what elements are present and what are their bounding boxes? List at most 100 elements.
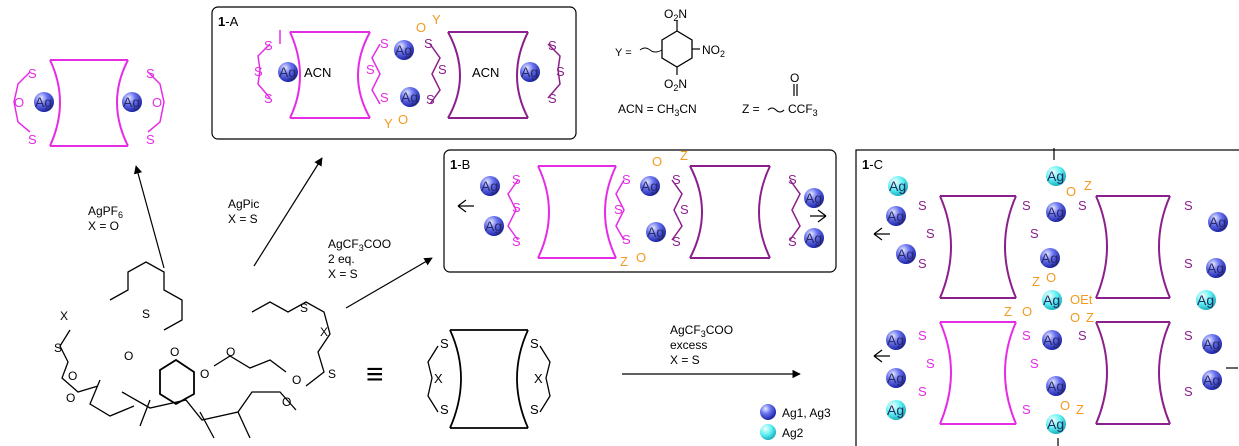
- svg-text:O2N: O2N: [664, 77, 687, 93]
- box-1c-caps: [939, 195, 1171, 425]
- arrow-open-right: [810, 209, 827, 223]
- svg-text:NO2: NO2: [702, 43, 725, 59]
- reagent-agtfa-excess: AgCF3COO: [670, 323, 733, 339]
- ag-label: Ag: [887, 332, 904, 348]
- s-atom: S: [142, 307, 150, 321]
- oet-label: OEt: [1070, 292, 1093, 307]
- ag-label: Ag: [123, 94, 140, 110]
- box-1a-crown-chains: [371, 43, 441, 105]
- s-atom: S: [788, 234, 797, 249]
- o-atom: O: [1066, 184, 1076, 199]
- s-atom: S: [440, 336, 449, 351]
- key-ag13-label: Ag1, Ag3: [782, 406, 831, 420]
- s-atom: S: [548, 38, 557, 53]
- svg-text:O2N: O2N: [664, 7, 687, 23]
- ag-label: Ag: [1041, 250, 1058, 266]
- cond-agpic: X = S: [228, 212, 258, 226]
- o-atom: O: [1022, 304, 1032, 319]
- s-atom: S: [918, 384, 927, 399]
- s-atom: S: [1022, 198, 1031, 213]
- s-atom: S: [1184, 384, 1193, 399]
- ag-label: Ag: [887, 370, 904, 386]
- s-atom: S: [264, 38, 273, 53]
- ag-label: Ag: [401, 89, 418, 105]
- x-atom: X: [534, 371, 543, 386]
- s-atom: S: [426, 92, 435, 107]
- s-atom: S: [1078, 198, 1087, 213]
- key-ag2-label: Ag2: [782, 426, 804, 440]
- simplified-ligand: [427, 329, 551, 429]
- s-atom: S: [530, 402, 539, 417]
- s-atom: S: [672, 234, 681, 249]
- s-atom: S: [54, 341, 62, 355]
- z-label: Z: [1084, 178, 1092, 193]
- s-atom: S: [788, 172, 797, 187]
- ag-label: Ag: [805, 230, 822, 246]
- s-atom: S: [622, 232, 631, 247]
- y-label: Y: [384, 116, 393, 131]
- z-label: Z: [620, 254, 628, 269]
- box-1a-label: 1-A: [218, 14, 239, 29]
- box-1b-label: 1-B: [450, 157, 470, 172]
- ag-label: Ag: [1207, 260, 1224, 276]
- legend-y-structure: Y = O2N NO2 O2N: [615, 7, 725, 93]
- s-atom: S: [1022, 328, 1031, 343]
- o-atom: O: [398, 112, 408, 127]
- equivalent-sign: ≡: [366, 358, 384, 391]
- reagent-agtfa: AgCF3COO: [328, 237, 391, 253]
- ag-label: Ag: [1043, 292, 1060, 308]
- s-atom: S: [300, 301, 308, 315]
- y-eq: Y =: [615, 47, 632, 59]
- box-1b-right-cap: [671, 165, 801, 259]
- o-atom: O: [226, 345, 235, 359]
- ag-label: Ag: [35, 94, 52, 110]
- cond-excess: X = S: [670, 353, 700, 367]
- s-atom: S: [1030, 356, 1039, 371]
- ag-label: Ag: [1047, 204, 1064, 220]
- s-atom: S: [672, 172, 681, 187]
- ag-label: Ag: [897, 246, 914, 262]
- box-1b-left-cap: [507, 165, 625, 259]
- ag-label: Ag: [481, 178, 498, 194]
- s-atom: S: [530, 336, 539, 351]
- box-1a-left-cap: [257, 30, 371, 119]
- box-1c-open-arrows: [873, 148, 1238, 446]
- s-atom: S: [28, 66, 37, 81]
- ag-label: Ag: [647, 224, 664, 240]
- s-atom: S: [614, 202, 623, 217]
- box-1a-ag-right: [520, 62, 540, 82]
- box-1b: [443, 149, 837, 273]
- o-atom: O: [66, 391, 75, 405]
- acn-definition: ACN = CH3CN: [618, 102, 697, 118]
- o-atom: O: [68, 369, 77, 383]
- s-atom: S: [1022, 402, 1031, 417]
- cond-agtfa: X = S: [328, 267, 358, 281]
- x-atom: X: [60, 309, 68, 323]
- s-atom: S: [440, 402, 449, 417]
- ag-label: Ag: [1047, 416, 1064, 432]
- z-oxygen: O: [790, 71, 799, 85]
- legend-z-structure: Z = O CCF3: [742, 71, 818, 118]
- box-1a-right-cap: [447, 31, 561, 119]
- z-label: Z: [1032, 274, 1040, 289]
- ag-label: Ag: [1197, 292, 1214, 308]
- reagent-agpic: AgPic: [228, 197, 259, 211]
- o-atom: O: [652, 154, 662, 169]
- o-atom: O: [124, 349, 133, 363]
- s-atom: S: [926, 226, 935, 241]
- ag-label: Ag: [1047, 378, 1064, 394]
- s-atom: S: [512, 200, 521, 215]
- s-atom: S: [918, 198, 927, 213]
- ag-label: Ag: [1209, 214, 1226, 230]
- box-1c-label: 1-C: [862, 157, 883, 172]
- s-atom: S: [512, 172, 521, 187]
- arrow-agpf6: [133, 165, 165, 269]
- box-1a: [211, 6, 577, 140]
- s-atom: S: [622, 172, 631, 187]
- box-1a-ag-left: [278, 62, 298, 82]
- box-1c: [855, 149, 1239, 446]
- reagent-agpf6: AgPF6: [88, 204, 123, 220]
- x-atom: X: [320, 325, 328, 339]
- acn-label: ACN: [304, 65, 331, 80]
